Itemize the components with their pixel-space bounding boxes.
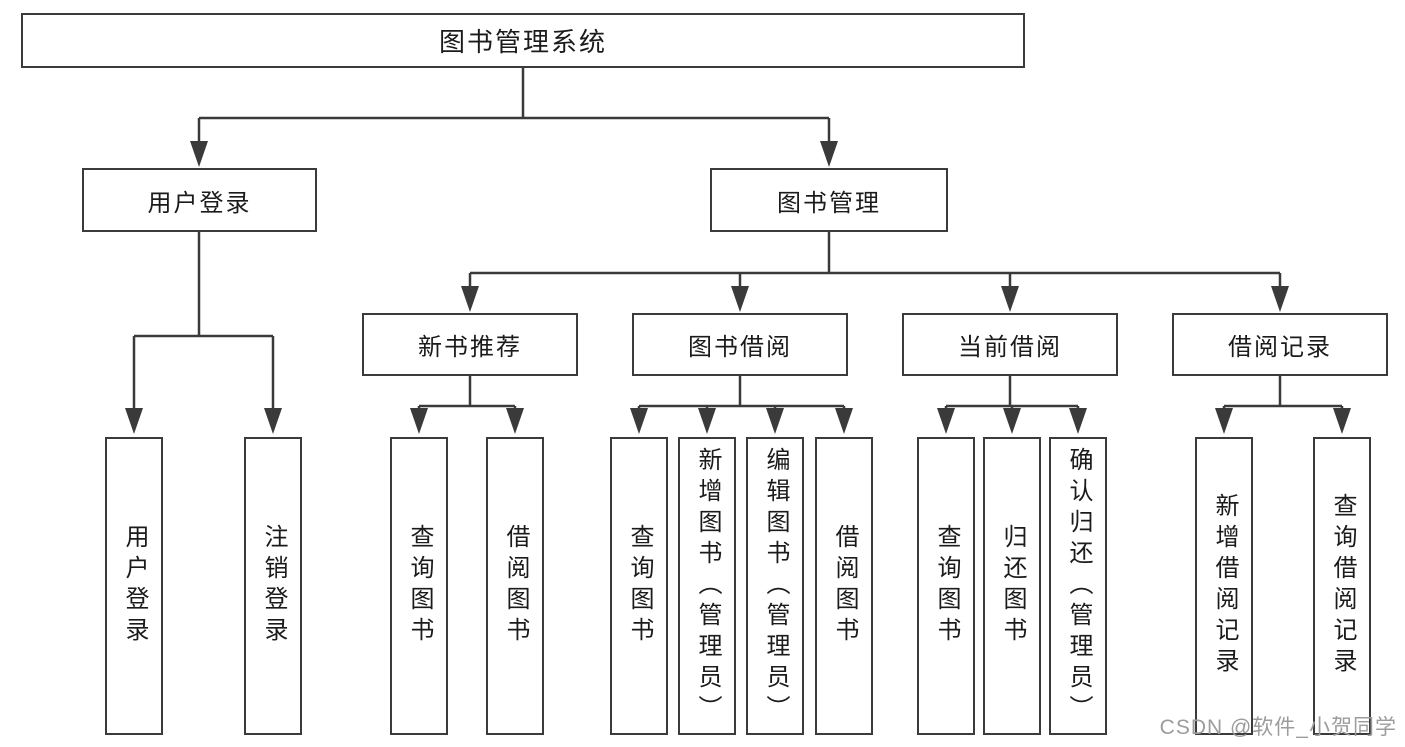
node-label: 借阅图书 (831, 524, 858, 648)
node-label: 查询图书 (626, 524, 653, 648)
node-book-management: 图书管理 (710, 168, 948, 232)
node-label: 编辑图书（管理员） (762, 446, 789, 726)
node-leaf-edit-books-admin: 编辑图书（管理员） (746, 437, 804, 735)
node-label: 新书推荐 (418, 334, 522, 361)
node-label: 用户登录 (121, 524, 148, 648)
node-label: 当前借阅 (958, 334, 1062, 361)
node-current-borrowing: 当前借阅 (902, 313, 1118, 376)
node-leaf-borrow-books-recommend: 借阅图书 (486, 437, 544, 735)
node-label: 图书管理系统 (438, 27, 607, 57)
node-leaf-query-books-recommend: 查询图书 (390, 437, 448, 735)
node-label: 确认归还（管理员） (1065, 446, 1092, 726)
node-label: 图书管理 (777, 189, 881, 217)
node-label: 查询图书 (406, 524, 433, 648)
node-label: 图书借阅 (688, 334, 792, 361)
node-book-borrowing: 图书借阅 (632, 313, 848, 376)
csdn-watermark: CSDN @软件_小贺同学 (1159, 716, 1397, 739)
node-leaf-add-books-admin: 新增图书（管理员） (678, 437, 736, 735)
node-label: 查询借阅记录 (1329, 493, 1356, 679)
node-leaf-user-login: 用户登录 (105, 437, 163, 735)
node-leaf-borrow-books: 借阅图书 (815, 437, 873, 735)
node-leaf-logout: 注销登录 (244, 437, 302, 735)
node-label: 借阅记录 (1228, 334, 1332, 361)
node-label: 新增图书（管理员） (694, 446, 721, 726)
node-leaf-query-borrow-record: 查询借阅记录 (1313, 437, 1371, 735)
node-leaf-return-books: 归还图书 (983, 437, 1041, 735)
node-label: 借阅图书 (502, 524, 529, 648)
arrowheads (125, 141, 1351, 434)
node-label: 注销登录 (260, 524, 287, 648)
node-label: 新增借阅记录 (1211, 493, 1238, 679)
node-new-book-recommend: 新书推荐 (362, 313, 578, 376)
node-leaf-confirm-return-admin: 确认归还（管理员） (1049, 437, 1107, 735)
node-leaf-add-borrow-record: 新增借阅记录 (1195, 437, 1253, 735)
node-leaf-query-books-current: 查询图书 (917, 437, 975, 735)
node-library-management-system: 图书管理系统 (21, 13, 1025, 68)
node-user-login: 用户登录 (82, 168, 317, 232)
node-label: 归还图书 (999, 524, 1026, 648)
node-label: 查询图书 (933, 524, 960, 648)
node-label: 用户登录 (147, 189, 252, 217)
node-leaf-query-books-borrow: 查询图书 (610, 437, 668, 735)
node-borrow-records: 借阅记录 (1172, 313, 1388, 376)
